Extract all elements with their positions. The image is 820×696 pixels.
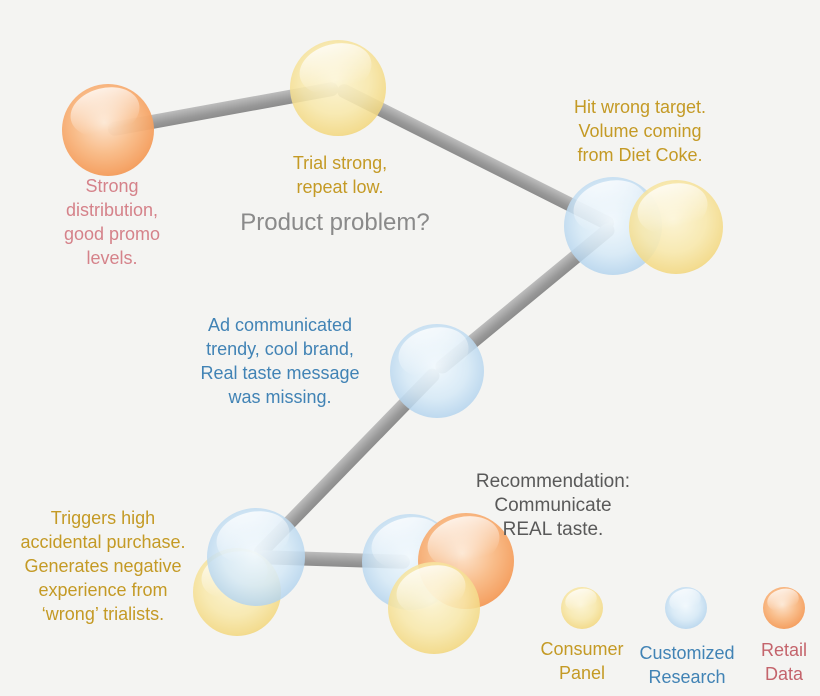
legend-consumer-panel-label: Consumer Panel bbox=[540, 639, 624, 683]
annotation-trial-strong: Trial strong, repeat low. bbox=[292, 153, 388, 197]
annotation-triggers-high: Triggers high accidental purchase. Gener… bbox=[20, 508, 186, 624]
annotation-ad-communicated: Ad communicated trendy, cool brand, Real… bbox=[200, 315, 360, 407]
page-title: Product problem? bbox=[240, 209, 430, 236]
annotation-strong-distribution: Strong distribution, good promo levels. bbox=[63, 176, 161, 268]
annotation-recommendation: Recommendation: Communicate REAL taste. bbox=[475, 471, 631, 540]
legend-consumer-panel-sphere bbox=[561, 587, 603, 629]
annotation-hit-wrong-target: Hit wrong target. Volume coming from Die… bbox=[573, 97, 707, 165]
legend-retail-data-label: Retail Data bbox=[760, 640, 808, 684]
sphere-customized-research-2 bbox=[390, 324, 484, 418]
sphere-consumer-panel-1 bbox=[290, 40, 386, 136]
legend-retail-data-sphere bbox=[763, 587, 805, 629]
sphere-retail-data-1 bbox=[62, 84, 154, 176]
sphere-customized-research-3 bbox=[207, 508, 305, 606]
sphere-consumer-panel-2 bbox=[629, 180, 723, 274]
legend-customized-research-label: Customized Research bbox=[639, 643, 735, 687]
legend-customized-research-sphere bbox=[665, 587, 707, 629]
sphere-consumer-panel-4 bbox=[388, 562, 480, 654]
